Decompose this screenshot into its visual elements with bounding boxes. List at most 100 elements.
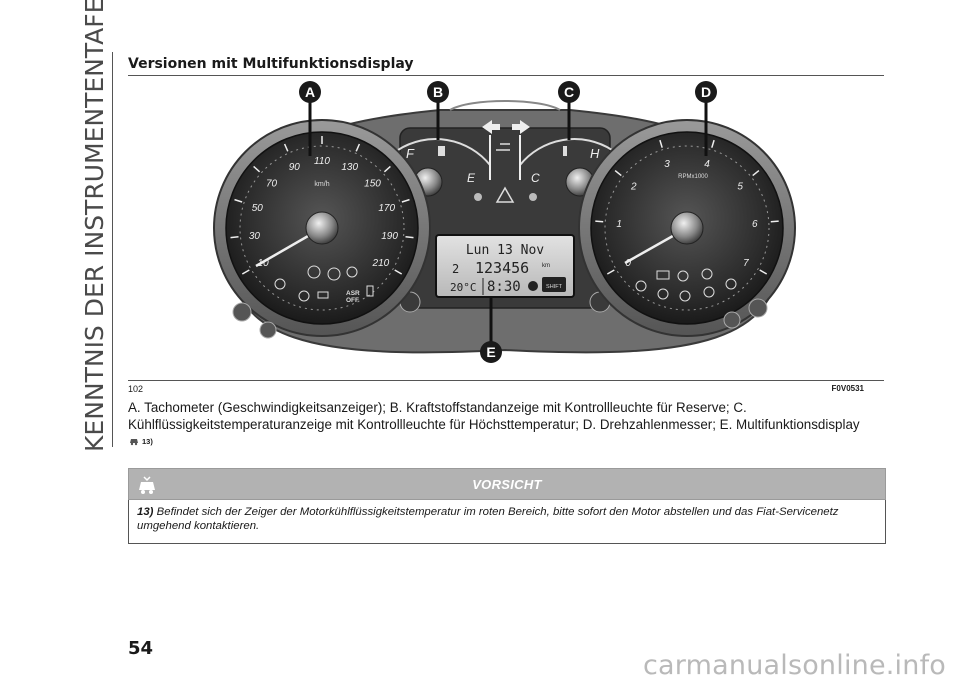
tachometer-label-2: 2 <box>630 182 637 193</box>
speedometer-label-tick-90 <box>283 143 289 152</box>
speedometer-label-tick-30 <box>230 236 239 239</box>
reserve-fuel-icon <box>723 311 741 329</box>
speedometer-label-tick-150 <box>383 165 391 173</box>
headlight-icon <box>317 291 329 299</box>
display-temperature: 20°C <box>450 281 477 294</box>
speedometer-label-130: 130 <box>341 162 358 173</box>
caption-reference: 13) <box>128 434 153 446</box>
caption-reference-number: 13) <box>142 437 153 446</box>
speedometer-label-tick-50 <box>234 198 243 203</box>
speedometer-label-tick-70 <box>253 165 261 173</box>
speedometer-label-210: 210 <box>372 258 390 269</box>
speedometer-label-70: 70 <box>266 179 278 190</box>
tachometer-label-0: 0 <box>625 258 631 269</box>
airbag-icon <box>703 286 715 298</box>
fuel-full-label: F <box>406 146 415 161</box>
brake-warning-icon <box>327 267 341 281</box>
tachometer-label-tick-4 <box>711 139 715 148</box>
asr-off-label-line2: OFF <box>346 297 359 304</box>
svg-text:C: C <box>564 84 574 100</box>
tachometer-label-tick-1 <box>595 220 604 223</box>
turn-left-icon <box>482 120 500 134</box>
immobilizer-icon <box>679 290 691 302</box>
tachometer-label-tick-3 <box>659 139 663 148</box>
tachometer-unit: RPMx1000 <box>678 174 708 180</box>
tachometer-label-tick-6 <box>770 220 779 223</box>
figure-code: F0V0531 <box>831 384 864 393</box>
side-chapter-title: KENNTNIS DER INSTRUMENTENTAFEL <box>76 0 116 452</box>
speedometer-label-30: 30 <box>249 231 261 242</box>
speedometer-label-tick-10 <box>241 269 250 275</box>
display-shift-label: SHIFT <box>546 284 563 290</box>
tachometer-label-3: 3 <box>664 159 670 170</box>
fuel-empty-label: E <box>467 171 476 185</box>
battery-icon <box>656 270 670 280</box>
speedometer-label-50: 50 <box>252 203 264 214</box>
warning-light-right <box>529 193 537 201</box>
warning-reference: 13) <box>137 506 154 518</box>
speedometer-label-tick-210 <box>394 269 403 275</box>
tachometer-label-tick-7 <box>759 269 768 275</box>
side-chapter-title-text: KENNTNIS DER INSTRUMENTENTAFEL <box>80 0 109 452</box>
callout-b: B <box>427 81 449 140</box>
fuel-gauge-arc <box>397 138 491 166</box>
coolant-temp-icon <box>563 146 567 156</box>
esp-warning-icon <box>346 266 358 278</box>
display-info-icon <box>528 281 538 291</box>
speedometer-label-190: 190 <box>381 231 398 242</box>
tachometer-scale-labels: 0 1 2 3 4 5 6 7 <box>595 139 779 275</box>
speedometer-hub <box>305 211 339 245</box>
tachometer-label-4: 4 <box>704 159 710 170</box>
warning-title: VORSICHT <box>472 477 542 492</box>
warning-header: VORSICHT <box>128 468 886 500</box>
tachometer: RPMx1000 0 1 2 3 4 5 6 7 <box>578 119 796 337</box>
svg-text:B: B <box>433 84 443 100</box>
speedometer-label-110: 110 <box>314 156 330 167</box>
door-open-icon <box>366 285 374 297</box>
speedometer-label-150: 150 <box>364 179 381 190</box>
display-shift-indicator <box>542 277 566 292</box>
service-icon <box>259 321 277 339</box>
seatbelt-icon <box>725 278 737 290</box>
instrument-cluster-figure: F E H C Lun 13 Nov 2 123456 km 20°C 8:30… <box>213 81 796 363</box>
display-odometer-unit: km <box>542 263 550 269</box>
warning-body: 13) Befindet sich der Zeiger der Motorkü… <box>128 500 886 544</box>
side-divider <box>112 52 113 447</box>
figure-divider <box>128 380 884 381</box>
tachometer-label-tick-0 <box>606 269 615 275</box>
low-beam-icon <box>496 143 510 151</box>
glow-plug-icon <box>298 290 310 302</box>
tachometer-label-5: 5 <box>737 182 743 193</box>
tachometer-label-1: 1 <box>616 219 622 230</box>
tachometer-label-tick-5 <box>752 170 760 177</box>
callout-c: C <box>558 81 580 140</box>
page-number: 54 <box>128 638 154 659</box>
tachometer-label-6: 6 <box>752 219 758 230</box>
engine-check-icon <box>274 278 286 290</box>
warning-car-icon <box>130 439 138 446</box>
temp-gauge-arc <box>519 138 613 166</box>
asr-off-label: ASR <box>346 290 360 297</box>
display-odometer: 123456 <box>475 259 529 277</box>
parking-lights-icon <box>748 298 768 318</box>
speedometer-label-tick-170 <box>401 198 410 203</box>
speedometer-label-170: 170 <box>378 203 395 214</box>
coolant-level-icon <box>701 268 713 280</box>
speedometer-label-tick-190 <box>405 236 414 239</box>
tachometer-label-7: 7 <box>743 258 749 269</box>
svg-text:D: D <box>701 84 711 100</box>
speedometer-unit: km/h <box>314 181 329 188</box>
speedometer-label-tick-130 <box>355 143 361 152</box>
tachometer-hub <box>670 211 704 245</box>
warning-text: Befindet sich der Zeiger der Motorkühlfl… <box>137 506 839 532</box>
speedometer-label-10: 10 <box>258 258 270 269</box>
figure-caption: A. Tachometer (Geschwindigkeitsanzeiger)… <box>128 400 860 432</box>
diesel-filter-icon <box>635 280 647 292</box>
heading-divider <box>128 75 884 76</box>
callout-a: A <box>299 81 321 156</box>
figure-number: 102 <box>128 384 144 394</box>
cluster-top-hood <box>449 100 561 111</box>
oil-pressure-icon <box>677 270 689 282</box>
